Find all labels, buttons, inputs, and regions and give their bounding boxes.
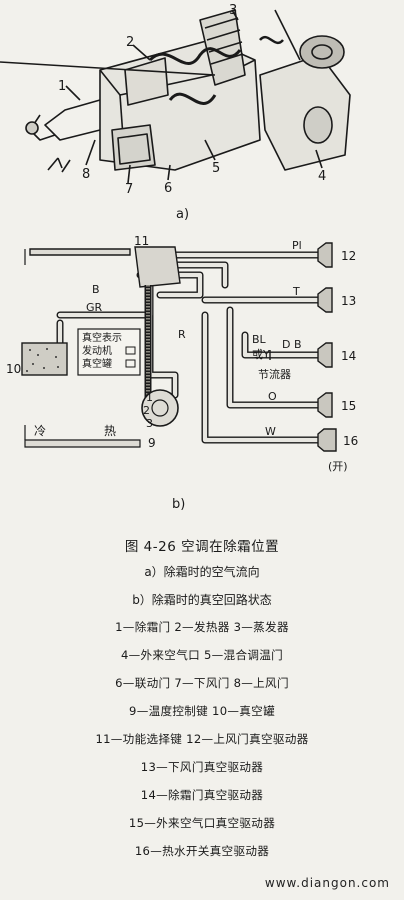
callout-b-11: 11 xyxy=(134,234,149,248)
callout-a-6: 6 xyxy=(164,181,172,196)
callout-b-9: 9 xyxy=(148,436,156,450)
line-label-t: T xyxy=(292,285,300,298)
outside-air-box xyxy=(259,54,351,171)
function-selector-bar xyxy=(29,248,131,256)
legend-line: 11—功能选择键 12—上风门真空驱动器 xyxy=(95,732,309,746)
line-label-or-y: 或Y xyxy=(252,348,270,361)
actuator-13 xyxy=(317,287,333,313)
callout-b-10: 10 xyxy=(6,362,21,376)
subcaption-b: b）除霜时的真空回路状态 xyxy=(132,593,272,607)
callout-b-12: 12 xyxy=(341,249,356,263)
legend-line: 13—下风门真空驱动器 xyxy=(140,760,264,774)
legend-line: 6—联动门 7—下风门 8—上风门 xyxy=(115,676,289,690)
callout-b-1: 1 xyxy=(146,391,153,404)
diagram-a-airflow: 3 2 1 4 5 6 7 8 a) xyxy=(0,3,351,222)
callout-a-3: 3 xyxy=(229,3,237,18)
line-label-db: D B xyxy=(282,338,302,351)
legend-line: 16—热水开关真空驱动器 xyxy=(134,844,270,858)
callout-a-1: 1 xyxy=(58,79,66,94)
callout-b-15: 15 xyxy=(341,399,356,413)
function-selector-hub xyxy=(134,246,181,288)
line-label-w: W xyxy=(265,425,276,438)
callout-b-3: 3 xyxy=(146,417,153,430)
callout-a-5: 5 xyxy=(212,161,220,176)
line-label-b: B xyxy=(92,283,100,296)
callout-a-7: 7 xyxy=(125,182,133,197)
label-part-a: a) xyxy=(176,207,189,222)
callout-a-4: 4 xyxy=(318,169,326,184)
temp-cold-label: 冷 xyxy=(34,424,46,438)
callout-b-16: 16 xyxy=(343,434,358,448)
tank-legend-line-2: 发动机 xyxy=(82,344,112,357)
temperature-control-knob xyxy=(141,389,179,427)
actuator-15 xyxy=(317,392,333,418)
line-label-gr: GR xyxy=(86,301,103,314)
actuator-16 xyxy=(317,428,337,452)
line-label-bl: BL xyxy=(252,333,267,346)
diagram-b-vacuum-circuit: 11 12 13 14 15 16 10 9 1 2 3 Pl T BL 或Y … xyxy=(6,234,358,512)
callout-b-14: 14 xyxy=(341,349,356,363)
blower xyxy=(299,35,345,69)
figure-title: 图 4-26 空调在除霜位置 xyxy=(124,539,280,555)
legend-line: 9—温度控制键 10—真空罐 xyxy=(129,704,275,718)
watermark: www.diangon.com xyxy=(264,876,390,890)
callout-b-2: 2 xyxy=(143,404,150,417)
actuator-12 xyxy=(317,242,333,268)
callout-a-2: 2 xyxy=(126,35,134,50)
tank-legend-line-1: 真空表示 xyxy=(82,331,122,344)
subcaption-a: a）除霜时的空气流向 xyxy=(144,565,260,579)
line-label-pl: Pl xyxy=(292,239,302,252)
line-label-o: O xyxy=(268,390,277,403)
restrictor-label: 节流器 xyxy=(258,367,291,381)
legend-line: 4—外来空气口 5—混合调温门 xyxy=(120,648,284,662)
temperature-slider-bar xyxy=(24,439,141,448)
vacuum-tank xyxy=(21,342,68,376)
actuator-14 xyxy=(317,342,333,368)
callout-a-8: 8 xyxy=(82,167,90,182)
open-label: (开) xyxy=(328,460,348,473)
legend-line: 1—除霜门 2—发热器 3—蒸发器 xyxy=(115,620,289,634)
label-part-b: b) xyxy=(172,497,185,512)
line-label-r: R xyxy=(178,328,186,341)
legend-line: 15—外来空气口真空驱动器 xyxy=(128,816,276,830)
temp-hot-label: 热 xyxy=(104,424,116,438)
callout-b-13: 13 xyxy=(341,294,356,308)
legend-line: 14—除霜门真空驱动器 xyxy=(140,788,264,802)
tank-legend-line-3: 真空罐 xyxy=(82,357,112,370)
